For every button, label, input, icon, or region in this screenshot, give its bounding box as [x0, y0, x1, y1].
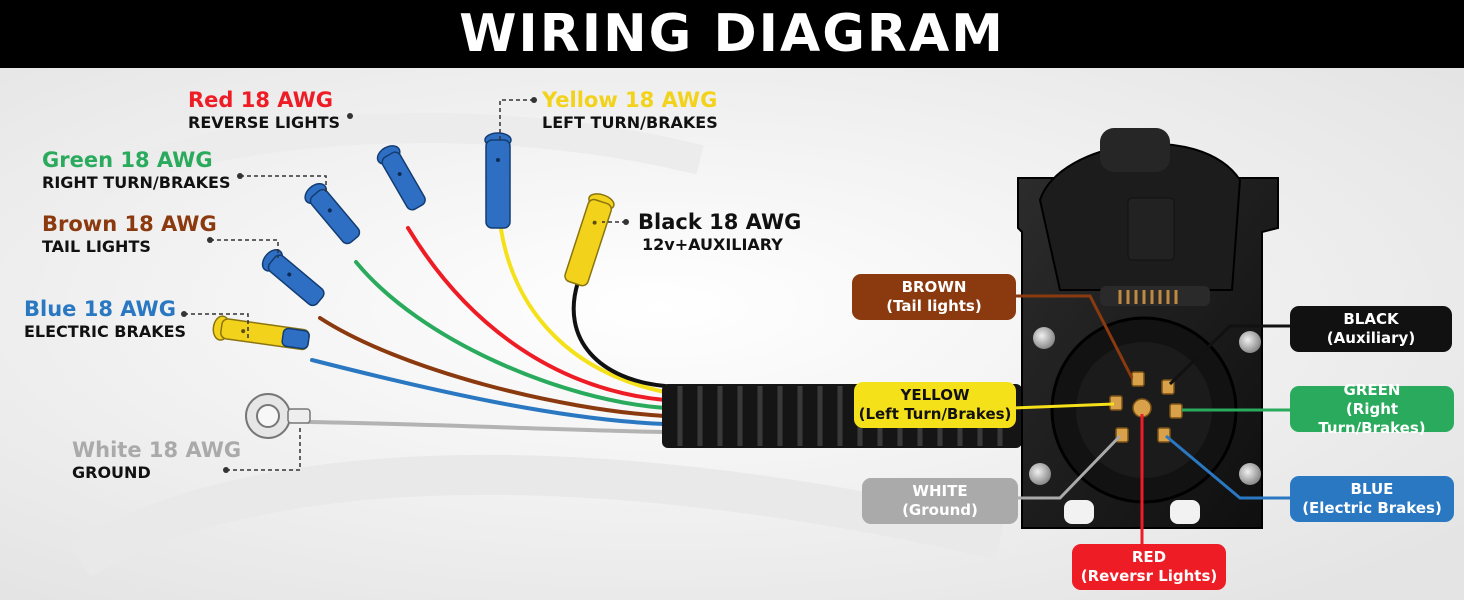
green-wire — [354, 260, 667, 410]
red-pin-label: RED (Reversr Lights) — [1072, 544, 1226, 590]
brown-pin-name: BROWN — [901, 278, 967, 296]
green-wire-function: RIGHT TURN/BRAKES — [42, 173, 231, 192]
yellow-wire — [498, 220, 667, 394]
white-wire-label: White 18 AWG GROUND — [72, 438, 241, 484]
white-wire-ring-terminal — [245, 393, 311, 439]
white-pin-name: WHITE — [912, 482, 968, 500]
black-pin-leader — [1168, 324, 1290, 386]
black-wire-awg: Black 18 AWG — [638, 210, 802, 234]
brown-wire — [318, 316, 667, 418]
brown-pin-label: BROWN (Tail lights) — [852, 274, 1016, 320]
green-wire-awg: Green 18 AWG — [42, 148, 213, 172]
blue-wire-terminal — [212, 315, 310, 351]
pin-leaders — [1013, 294, 1290, 546]
leader-dots — [181, 97, 629, 473]
blue-wire — [310, 358, 667, 426]
page-title: WIRING DIAGRAM — [459, 4, 1005, 64]
screw — [1029, 463, 1051, 485]
blue-wire-label: Blue 18 AWG ELECTRIC BRAKES — [24, 297, 186, 343]
blue-label-leader — [184, 313, 249, 338]
red-wire-awg: Red 18 AWG — [188, 88, 334, 112]
yellow-pin-desc: (Left Turn/Brakes) — [858, 405, 1012, 423]
green-wire-label: Green 18 AWG RIGHT TURN/BRAKES — [42, 148, 231, 194]
seven-way-connector — [1017, 128, 1279, 529]
brown-wire-terminal — [261, 249, 325, 307]
blue-pin-leader — [1165, 434, 1290, 500]
brown-label-leader — [210, 239, 279, 258]
brown-wire-label: Brown 18 AWG TAIL LIGHTS — [42, 212, 217, 258]
black-wire-function: 12v+AUXILIARY — [642, 235, 783, 254]
yellow-pin-label: YELLOW (Left Turn/Brakes) — [854, 382, 1016, 428]
yellow-wire-label: Yellow 18 AWG LEFT TURN/BRAKES — [542, 88, 718, 134]
brown-wire-awg: Brown 18 AWG — [42, 212, 217, 236]
green-label-leader — [240, 175, 327, 194]
blue-pin-desc: (Electric Brakes) — [1302, 499, 1442, 517]
black-pin-name: BLACK — [1343, 310, 1399, 328]
yellow-pin-name: YELLOW — [900, 386, 970, 404]
white-pin-leader — [1018, 434, 1122, 500]
black-wire-terminal — [564, 193, 615, 287]
terminals — [212, 132, 615, 439]
background-swoosh — [94, 112, 704, 194]
white-wire-awg: White 18 AWG — [72, 438, 242, 462]
blue-pin-name: BLUE — [1350, 480, 1394, 498]
brown-wire-function: TAIL LIGHTS — [42, 237, 151, 256]
yellow-wire-terminal — [484, 132, 512, 229]
yellow-wire-awg: Yellow 18 AWG — [542, 88, 718, 112]
yellow-pin-leader — [1013, 402, 1115, 410]
black-pin-label: BLACK (Auxiliary) — [1290, 306, 1452, 352]
green-pin-desc: (Right Turn/Brakes) — [1318, 399, 1426, 437]
white-wire — [306, 420, 667, 434]
red-wire — [406, 226, 667, 402]
red-pin-name: RED — [1131, 548, 1167, 566]
white-label-leader — [226, 428, 301, 471]
red-wire-terminal — [376, 145, 426, 211]
wiring-diagram — [0, 68, 1464, 600]
red-wire-function: REVERSE LIGHTS — [188, 113, 341, 132]
brown-pin-desc: (Tail lights) — [886, 297, 982, 315]
label-leaders — [184, 99, 626, 471]
green-pin-label: GREEN (Right Turn/Brakes) — [1290, 381, 1454, 437]
wires — [306, 220, 667, 434]
screw — [1033, 327, 1055, 349]
black-wire — [571, 280, 667, 388]
red-pin-desc: (Reversr Lights) — [1080, 567, 1218, 585]
black-wire-label: Black 18 AWG 12v+AUXILIARY — [638, 210, 801, 256]
green-wire-terminal — [304, 182, 361, 245]
screw — [1239, 331, 1261, 353]
black-pin-desc: (Auxiliary) — [1326, 329, 1416, 347]
blue-wire-awg: Blue 18 AWG — [24, 297, 176, 321]
white-pin-desc: (Ground) — [902, 501, 978, 519]
blue-pin-label: BLUE (Electric Brakes) — [1290, 476, 1454, 522]
blue-wire-function: ELECTRIC BRAKES — [24, 322, 187, 341]
green-pin-name: GREEN — [1343, 380, 1401, 399]
brown-pin-leader — [1016, 294, 1134, 379]
yellow-wire-function: LEFT TURN/BRAKES — [542, 113, 718, 132]
white-wire-function: GROUND — [72, 463, 151, 482]
header-bar: WIRING DIAGRAM — [0, 0, 1464, 68]
red-wire-label: Red 18 AWG REVERSE LIGHTS — [188, 88, 340, 134]
white-pin-label: WHITE (Ground) — [862, 478, 1018, 524]
screw — [1239, 463, 1261, 485]
